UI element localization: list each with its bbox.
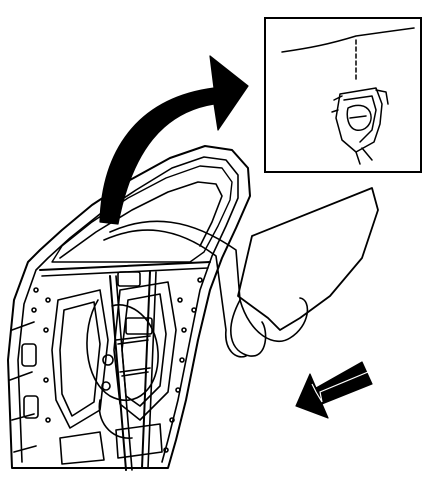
detail-inset	[264, 17, 422, 173]
window-glass	[103, 187, 379, 358]
orientation-arrow	[295, 361, 373, 419]
removal-direction-arrow	[99, 55, 249, 225]
door-frame	[7, 145, 251, 471]
